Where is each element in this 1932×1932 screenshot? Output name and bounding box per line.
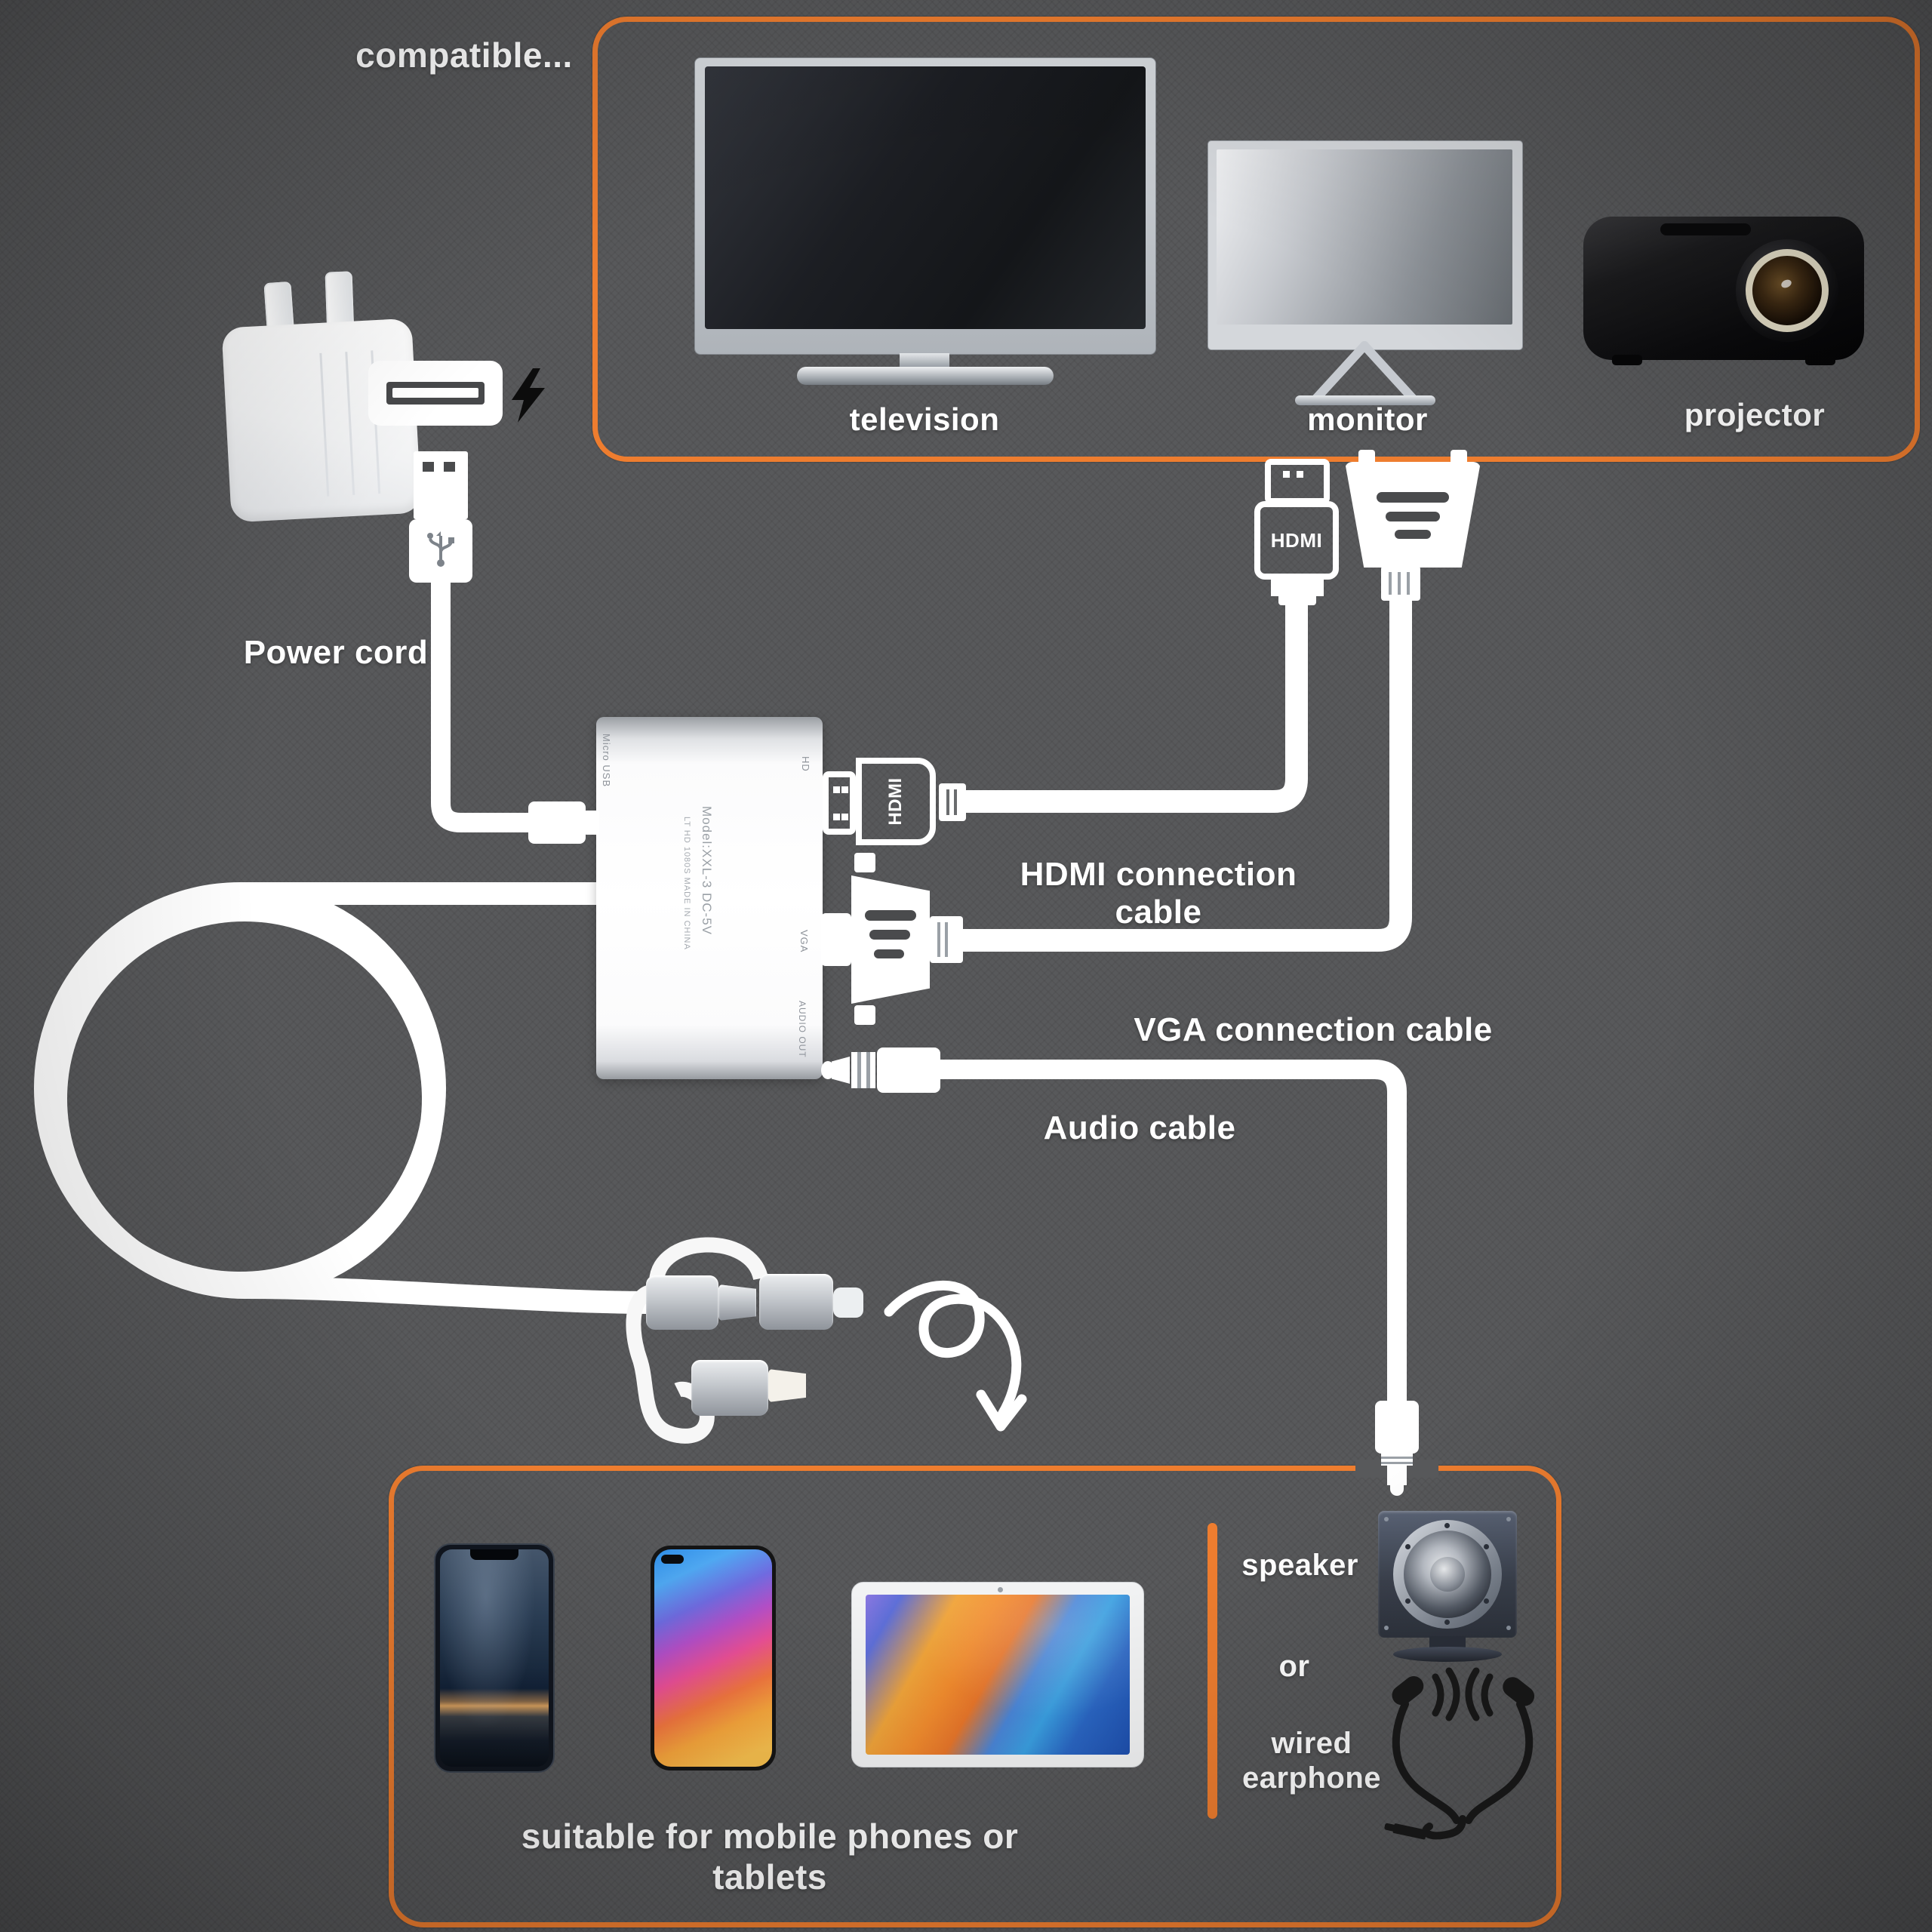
smartphone-image-1 [434,1543,555,1773]
vga-cable-label: VGA connection cable [1134,1011,1493,1048]
hdmi-cable-label: HDMI connection cable [1020,856,1297,931]
port-label-vga: VGA [798,930,810,953]
monitor-screen [1217,149,1512,325]
projector-vent [1660,223,1751,235]
monitor-stand-legs [1312,341,1417,403]
earphone-label: earphone [1241,1761,1382,1795]
adapter-model-text: Model:XXL-3 DC-5V [700,806,714,936]
microusb-connector-barrel [646,1275,718,1330]
speaker-label: speaker [1241,1549,1358,1582]
speaker-woofer [1393,1520,1502,1629]
usbc-adapter-barrel [759,1274,833,1330]
mobile-caption: suitable for mobile phones or tablets [521,1817,1019,1897]
compatible-label: compatible... [355,35,573,75]
hdmi-plug-neck [1278,575,1316,605]
vga-screw-bottom [854,1005,875,1025]
tablet-camera [998,1587,1003,1592]
vertical-divider [1208,1523,1217,1819]
lightning-adapter-barrel [691,1360,768,1416]
audio-jack-shaft [1387,1466,1407,1485]
adapter-madein-text: LT HD 1080S MADE IN CHINA [682,817,691,950]
speaker-base [1393,1647,1502,1662]
tablet-image [851,1582,1144,1767]
lens-glint [1780,278,1793,290]
audio-cable [936,1060,1407,1405]
projector-label: projector [1684,397,1826,432]
vga-screw-top [854,853,875,872]
usb-a-connector-icon [414,451,468,519]
usb-port-icon [368,361,503,426]
port-label-hd: HD [800,756,811,772]
monitor-image [1208,140,1523,350]
vga-cable [957,598,1412,952]
vga-plug-neck [1381,566,1420,601]
audio-plug-rings [851,1052,875,1088]
tablet-screen [866,1595,1130,1755]
hdmi-connector-body: HDMI [856,758,936,845]
hdmi-connector-text: HDMI [885,777,906,826]
audio-cable-label: Audio cable [1043,1109,1236,1146]
speaker-stand [1429,1636,1466,1648]
hdmi-plug-face [1265,459,1330,504]
power-microusb-tip [584,811,599,835]
television-stand-base [797,367,1054,385]
phone1-screen [440,1549,549,1767]
compatible-devices-box [592,17,1920,462]
usb-trident-icon [427,531,454,567]
hdmi-connector-tail [939,783,966,821]
power-cord-label: Power cord [243,634,429,671]
connector-strap-top [649,1237,768,1283]
swap-arrow [884,1280,1022,1420]
television-image [694,57,1156,355]
phone1-notch [470,1549,518,1560]
usb-a-connector-body [409,519,472,583]
audio-jack-body [1375,1401,1419,1454]
cable-coil-loop2 [45,899,445,1299]
projector-lens [1736,239,1838,342]
audio-jack-tip [1390,1484,1404,1496]
smartphone-image-2 [651,1546,776,1770]
mobile-devices-box [389,1466,1561,1927]
audio-plug-body [877,1048,940,1093]
microusb-metal-tip [718,1284,756,1321]
audio-plug-tip [821,1061,835,1079]
power-microusb-connector [528,801,586,844]
usbc-adapter-tip [833,1287,863,1318]
speaker-image [1378,1511,1517,1638]
audio-plug-cone [832,1057,850,1084]
television-screen [705,66,1146,329]
wired-earphone-icon [1384,1667,1535,1840]
hdmi-plug-body: HDMI [1254,501,1339,580]
vga-connector-tip [821,913,851,966]
main-cable-exit [244,1276,656,1314]
wired-label: wired [1271,1727,1352,1760]
power-cable [431,558,533,832]
television-label: television [849,401,1000,437]
projector-foot [1805,355,1835,365]
swap-arrow-head [976,1389,1027,1432]
hdmi-plug-text: HDMI [1270,528,1323,552]
monitor-label: monitor [1307,401,1428,437]
hdmi-cable [958,601,1308,813]
projector-lens-ring [1746,249,1829,332]
port-label-micro-usb: Micro USB [601,734,612,788]
television-stand-neck [900,353,949,367]
projector-foot [1612,355,1642,365]
lightning-bolt-icon [512,368,545,423]
adapter-hub [596,717,823,1079]
hdmi-connector-tip [823,771,856,835]
phone2-camera [661,1555,684,1564]
phone2-screen [654,1549,772,1767]
lightning-adapter-tip [768,1369,806,1402]
vga-connector-body [851,875,930,1004]
port-label-audio-out: AUDIO OUT [797,1001,808,1058]
monitor-stand-base [1295,395,1435,405]
or-label: or [1278,1650,1310,1683]
